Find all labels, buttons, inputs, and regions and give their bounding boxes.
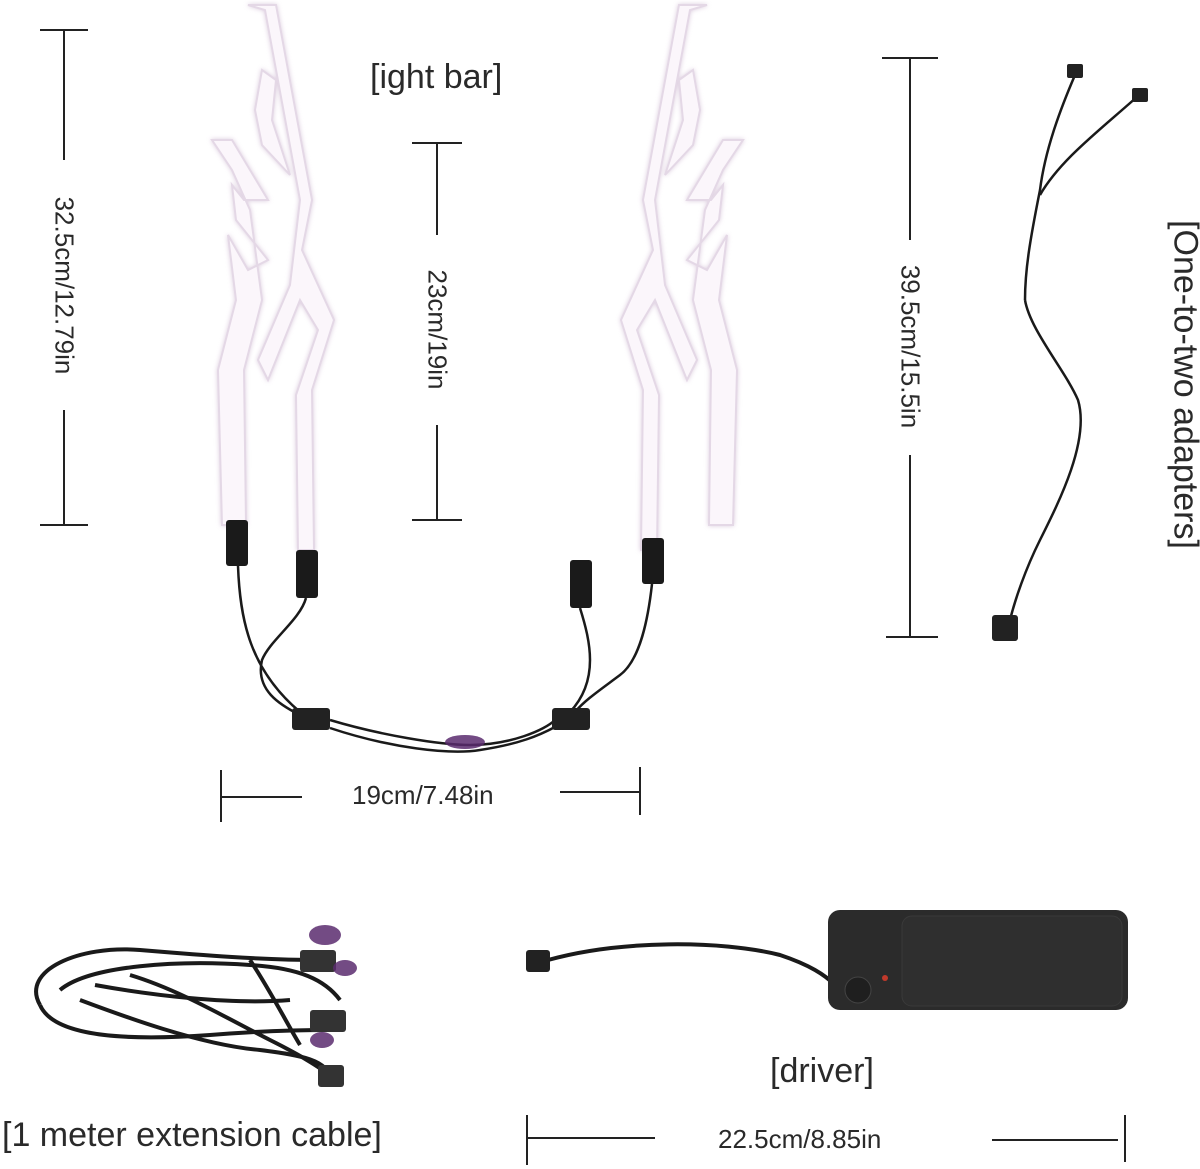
extension-cable-label: [1 meter extension cable] <box>2 1116 382 1154</box>
light-bar-label: [ight bar] <box>370 58 503 96</box>
light-bar-height-dimension: 32.5cm/12.79in <box>49 196 80 375</box>
purple-heat-shrink <box>310 1032 334 1048</box>
adapter-label: [One-to-two adapters] <box>1166 220 1200 549</box>
light-bar-end-caps <box>226 520 664 608</box>
end-cap <box>296 550 318 598</box>
driver-unit <box>526 910 1128 1010</box>
light-bar-right-outer-strip <box>619 4 708 551</box>
purple-heat-shrink <box>333 960 357 976</box>
driver-plug <box>526 950 550 972</box>
extension-cable-coil <box>34 947 342 1082</box>
light-bar-width-dimension: 19cm/7.48in <box>352 780 494 810</box>
adapter-connector <box>992 615 1018 641</box>
extension-connector <box>300 950 336 972</box>
dimension-adapter-length <box>882 57 938 638</box>
end-cap <box>226 520 248 566</box>
light-bar-left-inner-strip <box>210 139 270 526</box>
light-bar-inner-dimension: 23cm/19in <box>422 269 453 390</box>
dimension-light-bar-width <box>220 767 641 822</box>
purple-heat-shrink <box>309 925 341 945</box>
one-to-two-adapter <box>992 64 1148 641</box>
light-bar-left-top-hook <box>253 68 291 176</box>
light-bar-connectors <box>292 708 590 749</box>
extension-connector <box>318 1065 344 1087</box>
driver-length-dimension: 22.5cm/8.85in <box>718 1124 882 1154</box>
adapter-connector <box>1132 88 1148 102</box>
end-cap <box>570 560 592 608</box>
driver-button <box>844 976 872 1004</box>
adapter-connector <box>1067 64 1083 78</box>
extension-cable-connectors <box>300 925 357 1087</box>
adapter-length-dimension: 39.5cm/15.5in <box>895 264 926 429</box>
connector <box>552 708 590 730</box>
dimension-driver-length <box>526 1115 1126 1165</box>
driver-lid <box>901 915 1123 1007</box>
light-bar-right-top-hook <box>664 68 702 176</box>
light-bar-left <box>210 4 336 551</box>
connector <box>292 708 330 730</box>
light-bar-right <box>619 4 745 551</box>
extension-connector <box>310 1010 346 1032</box>
dimension-light-bar-height <box>40 29 88 526</box>
light-bar-left-outer-strip <box>247 4 336 551</box>
purple-heat-shrink <box>445 735 485 749</box>
light-bar-right-inner-strip <box>685 139 745 526</box>
driver-led <box>882 975 888 981</box>
dimension-light-bar-inner <box>412 142 462 521</box>
end-cap <box>642 538 664 584</box>
driver-label: [driver] <box>770 1052 874 1090</box>
